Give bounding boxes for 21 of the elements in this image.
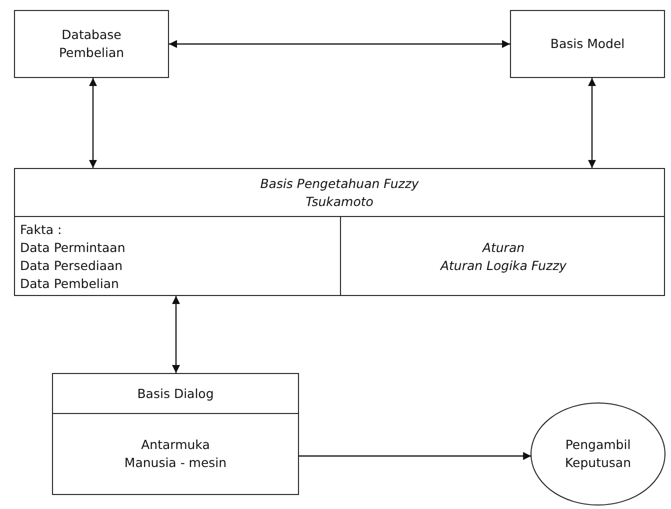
section-heading: Basis Dialog [53,374,298,414]
node-text: Data Permintaan [20,238,126,256]
node-text: Data Pembelian [20,274,119,292]
arrow [172,296,180,373]
node-text: Aturan Logika Fuzzy [440,256,567,274]
process-box [14,10,169,78]
node-text: Database Pembelian [58,26,126,62]
node-text: Aturan [482,238,525,256]
node-text: Antarmuka Manusia - mesin [123,436,228,472]
box-heading: Basis Pengetahuan Fuzzy Tsukamoto [259,175,420,211]
node-text: Pengambil Keputusan [564,436,632,472]
node-text: Basis Model [550,35,625,53]
dialog-box [52,373,299,495]
node-text: Data Persediaan [20,256,123,274]
arrow [89,78,97,168]
process-box [510,10,665,78]
arrow [588,78,596,168]
section-heading: Fakta : [20,220,62,238]
knowledge-base-box [14,168,665,296]
arrow [299,452,532,460]
arrow [169,40,510,48]
